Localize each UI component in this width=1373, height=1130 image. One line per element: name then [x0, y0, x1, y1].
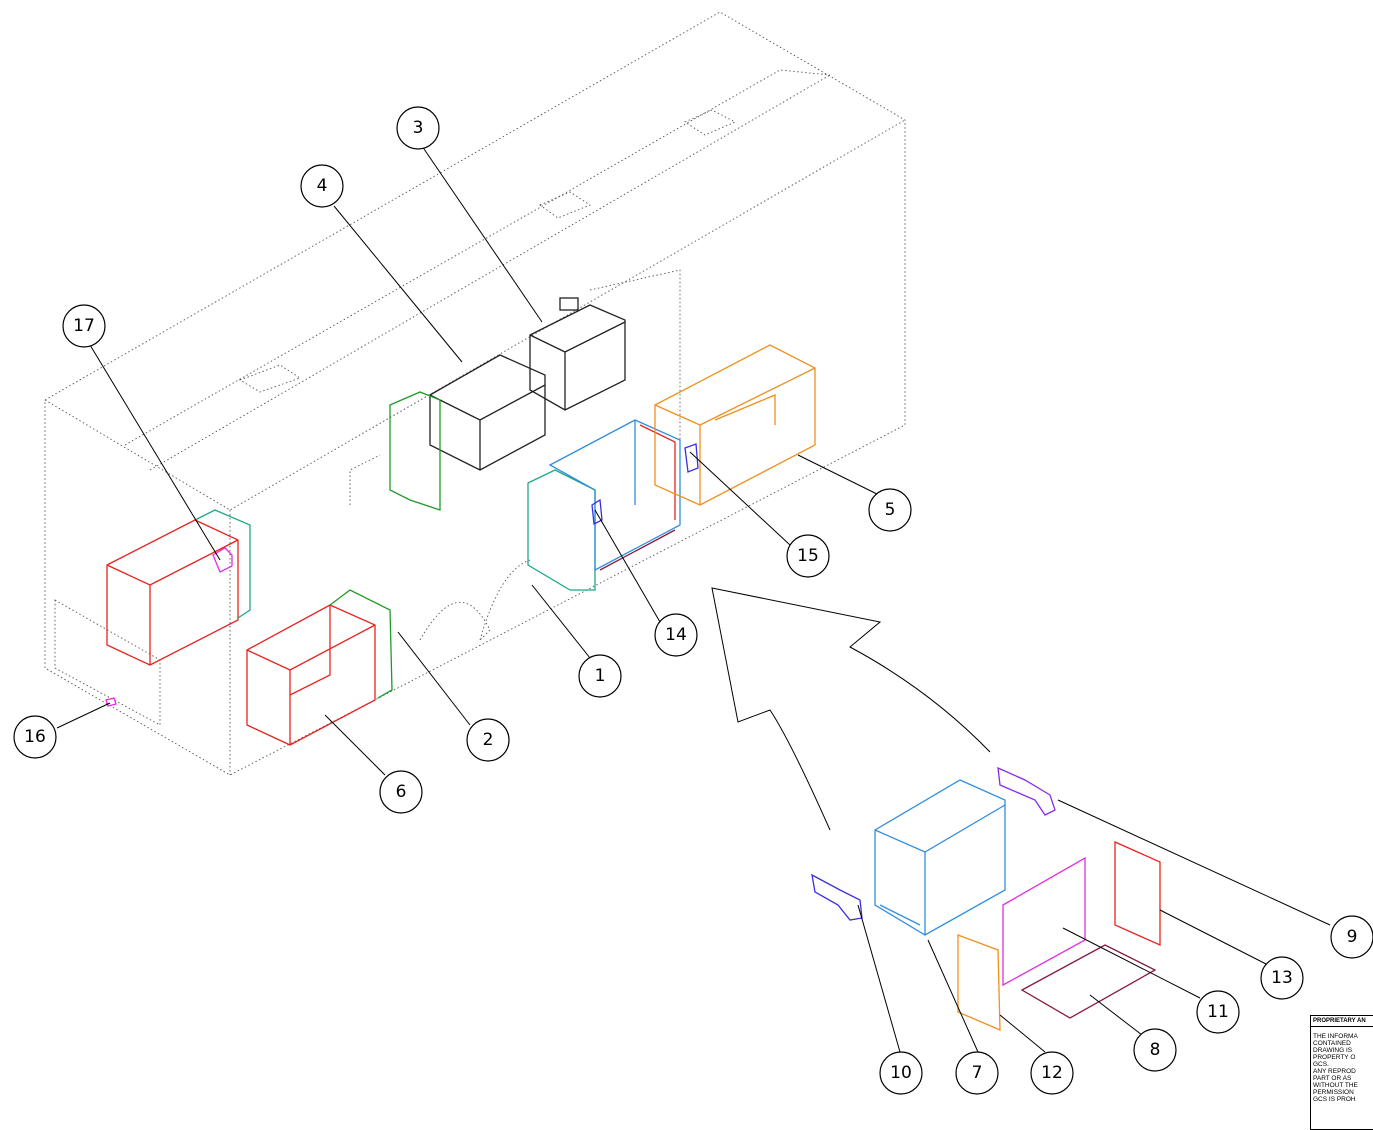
maroon-panel-8: [1020, 944, 1157, 1019]
balloon-13-label: 13: [1271, 968, 1293, 988]
enclosure-ghost-outline: [44, 11, 906, 776]
balloon-17: 17: [62, 304, 106, 348]
black-assembly-4: [429, 354, 546, 471]
assembly-direction-arrow: [711, 587, 991, 831]
balloon-9-label: 9: [1347, 927, 1358, 947]
leader-lines: [56, 145, 1331, 1053]
balloon-5: 5: [868, 488, 912, 532]
purple-bracket-15: [684, 443, 699, 473]
dark-blue-bracket-10: [811, 873, 863, 921]
balloon-4: 4: [300, 164, 344, 208]
balloon-10-label: 10: [890, 1063, 912, 1083]
balloon-8-label: 8: [1150, 1040, 1161, 1060]
magenta-panel-11: [1002, 856, 1086, 987]
proprietary-notice-body: THE INFORMA CONTAINED DRAWING IS PROPERT…: [1313, 1033, 1358, 1103]
balloon-9: 9: [1330, 915, 1373, 959]
balloon-15-label: 15: [797, 546, 819, 566]
orange-panel-12: [957, 934, 1001, 1031]
purple-bracket-9: [997, 766, 1056, 816]
balloon-17-label: 17: [73, 316, 95, 336]
balloon-16-label: 16: [24, 727, 46, 747]
magenta-handle-16: [105, 697, 117, 707]
balloon-4-label: 4: [317, 176, 328, 196]
black-assembly-3: [529, 297, 626, 411]
blue-frame-upper: [548, 419, 681, 572]
red-box-left: [106, 519, 239, 666]
balloon-14-label: 14: [665, 625, 687, 645]
green-panel-upper: [389, 391, 441, 511]
balloon-15: 15: [786, 534, 830, 578]
balloon-11-label: 11: [1207, 1002, 1229, 1022]
balloon-11: 11: [1196, 990, 1240, 1034]
teal-panel-1: [527, 469, 596, 591]
proprietary-notice-box: PROPRIETARY AN THE INFORMA CONTAINED DRA…: [1310, 1015, 1373, 1130]
balloon-2-label: 2: [483, 730, 494, 750]
balloon-3-label: 3: [413, 118, 424, 138]
balloon-13: 13: [1260, 956, 1304, 1000]
balloon-1: 1: [578, 654, 622, 698]
red-panel-13: [1114, 840, 1161, 947]
red-panel-upper: [599, 424, 676, 571]
balloon-1-label: 1: [595, 666, 606, 686]
balloon-7: 7: [955, 1051, 999, 1095]
balloon-12: 12: [1030, 1051, 1074, 1095]
balloon-8: 8: [1133, 1028, 1177, 1072]
blue-bracket-14: [591, 498, 603, 526]
balloon-5-label: 5: [885, 500, 896, 520]
balloon-6-label: 6: [396, 782, 407, 802]
teal-panel-left: [194, 509, 251, 619]
magenta-handle-17: [212, 547, 233, 573]
proprietary-notice-header: PROPRIETARY AN: [1311, 1016, 1373, 1027]
orange-box-5: [654, 344, 816, 506]
balloon-6: 6: [379, 770, 423, 814]
balloon-7-label: 7: [972, 1063, 983, 1083]
balloon-12-label: 12: [1041, 1063, 1063, 1083]
balloon-10: 10: [879, 1051, 923, 1095]
balloon-3: 3: [396, 106, 440, 150]
red-open-box-6: [246, 604, 376, 746]
balloon-16: 16: [13, 715, 57, 759]
balloon-14: 14: [654, 613, 698, 657]
balloon-2: 2: [466, 718, 510, 762]
blue-frame-7: [874, 779, 1006, 936]
green-panel-2: [329, 589, 393, 699]
